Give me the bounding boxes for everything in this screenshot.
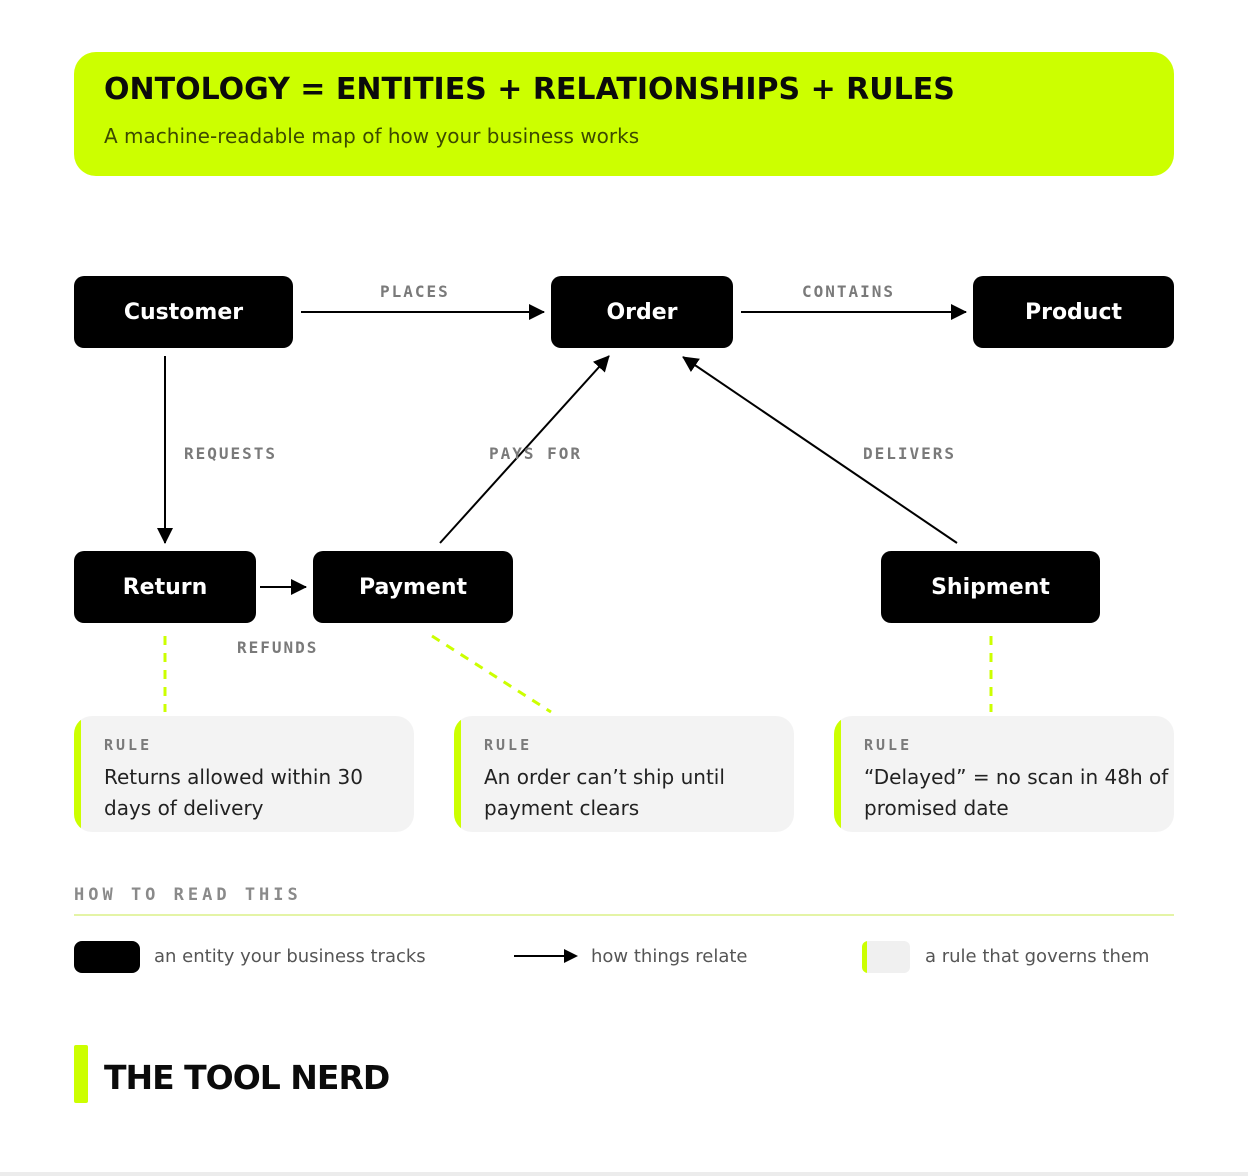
- rule-text: “Delayed” = no scan in 48h of promised d…: [864, 765, 1169, 820]
- label-delivers: DELIVERS: [863, 444, 957, 463]
- rule-accent-bar: [454, 716, 461, 832]
- entity-customer: Customer: [74, 276, 293, 348]
- label-contains: CONTAINS: [802, 282, 896, 301]
- page-subtitle: A machine-readable map of how your busin…: [104, 124, 640, 148]
- legend-arrow-icon: [514, 949, 578, 963]
- entity-order: Order: [551, 276, 733, 348]
- header-banner: ONTOLOGY = ENTITIES + RELATIONSHIPS + RU…: [74, 52, 1174, 176]
- legend-entity-swatch: [74, 941, 140, 973]
- legend-rule-accent: [862, 941, 867, 973]
- rule-card-returns: RULE Returns allowed within 30 days of d…: [74, 716, 414, 832]
- rule-kicker: RULE: [104, 736, 153, 754]
- rule-kicker: RULE: [484, 736, 533, 754]
- rule-card-payment: RULE An order can’t ship until payment c…: [454, 716, 794, 832]
- rule-card-delayed: RULE “Delayed” = no scan in 48h of promi…: [834, 716, 1174, 832]
- rule-accent-bar: [74, 716, 81, 832]
- rule-connector-payment: [431, 634, 552, 714]
- rule-accent-bar: [834, 716, 841, 832]
- label-refunds: REFUNDS: [237, 638, 319, 657]
- legend-rule-text: a rule that governs them: [925, 946, 1150, 967]
- label-requests: REQUESTS: [184, 444, 278, 463]
- legend-divider: [74, 914, 1174, 916]
- page-title: ONTOLOGY = ENTITIES + RELATIONSHIPS + RU…: [104, 72, 955, 107]
- label-places: PLACES: [380, 282, 450, 301]
- rule-text: Returns allowed within 30 days of delive…: [104, 765, 363, 820]
- legend-relation-text: how things relate: [591, 946, 748, 967]
- legend-title: HOW TO READ THIS: [74, 885, 302, 905]
- legend-entity-text: an entity your business tracks: [154, 946, 426, 967]
- rule-kicker: RULE: [864, 736, 913, 754]
- rule-text: An order can’t ship until payment clears: [484, 765, 725, 820]
- entity-product: Product: [973, 276, 1174, 348]
- brand-accent-bar: [74, 1045, 88, 1103]
- entity-shipment: Shipment: [881, 551, 1100, 623]
- footer-strip: [0, 1172, 1248, 1176]
- entity-return: Return: [74, 551, 256, 623]
- label-pays-for: PAYS FOR: [489, 444, 583, 463]
- brand-logo: THE TOOL NERD: [104, 1058, 390, 1097]
- legend-rule-swatch: [862, 941, 910, 973]
- entity-payment: Payment: [313, 551, 513, 623]
